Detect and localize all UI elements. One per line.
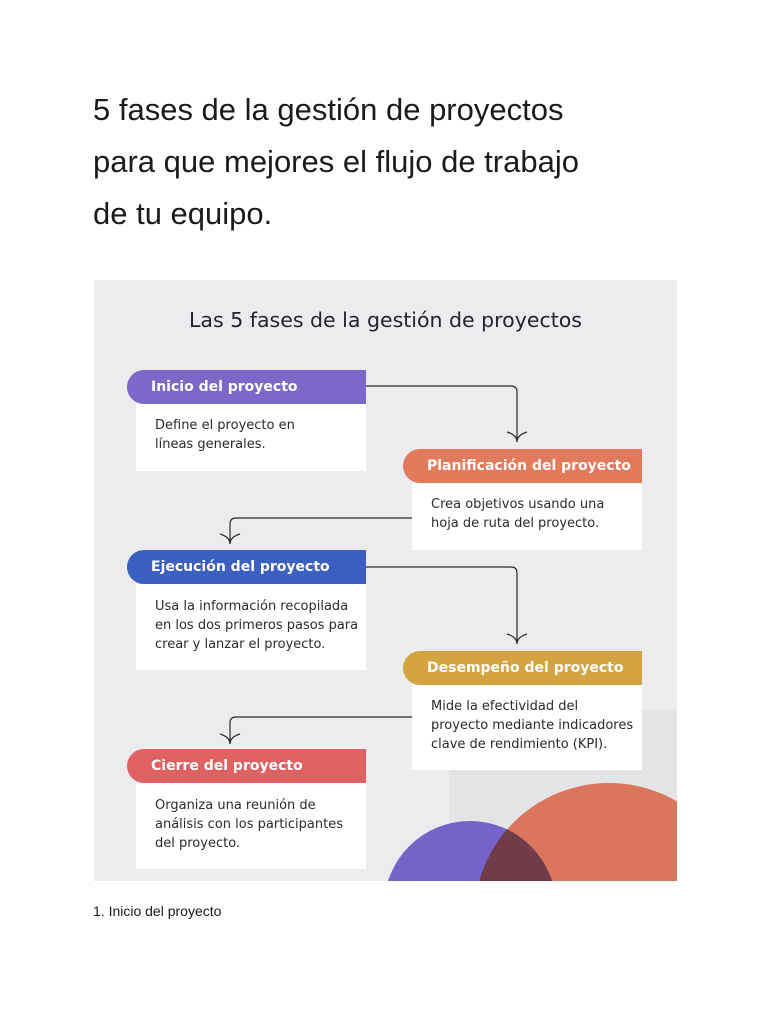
phase-4-description: Mide la efectividad del proyecto mediant… [412,684,642,770]
phase-5-description: Organiza una reunión de análisis con los… [136,783,366,869]
arrow-4-head [219,733,241,745]
page-heading: 5 fases de la gestión de proyectos para … [93,84,713,240]
phase-4-line-1: Mide la efectividad del [431,699,579,714]
heading-line-1: 5 fases de la gestión de proyectos [93,92,564,127]
flow-arrows [219,385,528,745]
overlap-decoration [474,821,556,881]
phase-4-label: Desempeño del proyecto [403,651,642,685]
infographic-image: Las 5 fases de la gestión de proyectos D… [94,280,677,881]
arrow-2-head [219,533,241,545]
phase-3-label: Ejecución del proyecto [127,550,366,584]
phase-5-label: Cierre del proyecto [127,749,366,783]
arrow-4 [229,716,412,744]
phase-4-line-3: clave de rendimiento (KPI). [431,737,608,752]
phase-2-label: Planificación del proyecto [403,449,642,483]
phase-4-line-2: proyecto mediante indicadores [431,718,634,733]
phase-2-line-1: Crea objetivos usando una [431,497,605,512]
list-item-caption: 1. Inicio del proyecto [93,903,222,919]
phase-3-line-1: Usa la información recopilada [155,599,349,614]
arrow-3 [337,566,518,644]
phase-2-line-2: hoja de ruta del proyecto. [431,516,600,531]
phase-2-description: Crea objetivos usando una hoja de ruta d… [412,482,642,550]
phase-5-line-3: del proyecto. [155,836,241,851]
phase-1-label: Inicio del proyecto [127,370,366,404]
arrow-3-head [506,633,528,645]
phase-3-line-2: en los dos primeros pasos para [155,618,359,633]
infographic-title: Las 5 fases de la gestión de proyectos [189,308,582,332]
heading-line-3: de tu equipo. [93,196,273,231]
phase-5-line-1: Organiza una reunión de [155,798,316,813]
phase-1-line-1: Define el proyecto en [155,418,295,433]
phase-1-description: Define el proyecto en líneas generales. [136,403,366,471]
phase-3-description: Usa la información recopilada en los dos… [136,584,366,670]
arrow-2 [229,517,412,544]
phase-5-line-2: análisis con los participantes [155,817,343,832]
phase-1-line-2: líneas generales. [155,437,266,452]
arrow-1-head [506,431,528,443]
phase-3-line-3: crear y lanzar el proyecto. [155,637,326,652]
arrow-1 [337,385,518,442]
heading-line-2: para que mejores el flujo de trabajo [93,144,579,179]
